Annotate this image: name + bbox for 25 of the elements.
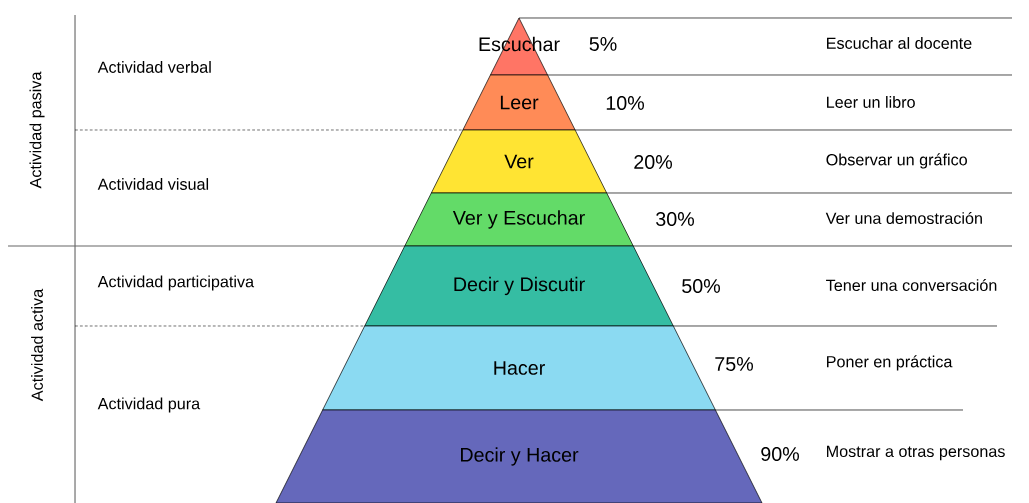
percentage: 50% <box>682 279 720 293</box>
percentage: 30% <box>656 212 694 226</box>
description: Leer un libro <box>827 96 915 108</box>
category-label: Actividad visual <box>97 178 209 190</box>
group-label: Actividad pasiva <box>29 71 45 189</box>
percentage: 20% <box>634 155 672 169</box>
pyramid-band: Ver <box>430 129 608 194</box>
category-label: Actividad pura <box>97 397 201 413</box>
pyramid-band: Hacer <box>322 325 716 411</box>
category-label: Actividad participativa <box>97 275 255 291</box>
percentage: 5% <box>589 37 617 51</box>
pyramid-band: Decir y Discutir <box>364 245 674 327</box>
percentage: 10% <box>606 96 644 110</box>
description: Observar un gráfico <box>826 153 967 169</box>
pyramid-band: Ver y Escuchar <box>404 192 634 247</box>
group-label: Actividad activa <box>31 288 43 402</box>
percentage: 90% <box>761 447 799 461</box>
description: Tener una conversación <box>826 278 997 291</box>
description: Mostrar a otras personas <box>827 445 1005 461</box>
category-label: Actividad verbal <box>97 61 211 73</box>
description: Escuchar al docente <box>827 37 972 49</box>
description: Ver una demostración <box>825 211 982 224</box>
percentage: 75% <box>715 357 753 371</box>
description: Poner en práctica <box>827 355 953 371</box>
pyramid-band: Leer <box>462 74 576 131</box>
